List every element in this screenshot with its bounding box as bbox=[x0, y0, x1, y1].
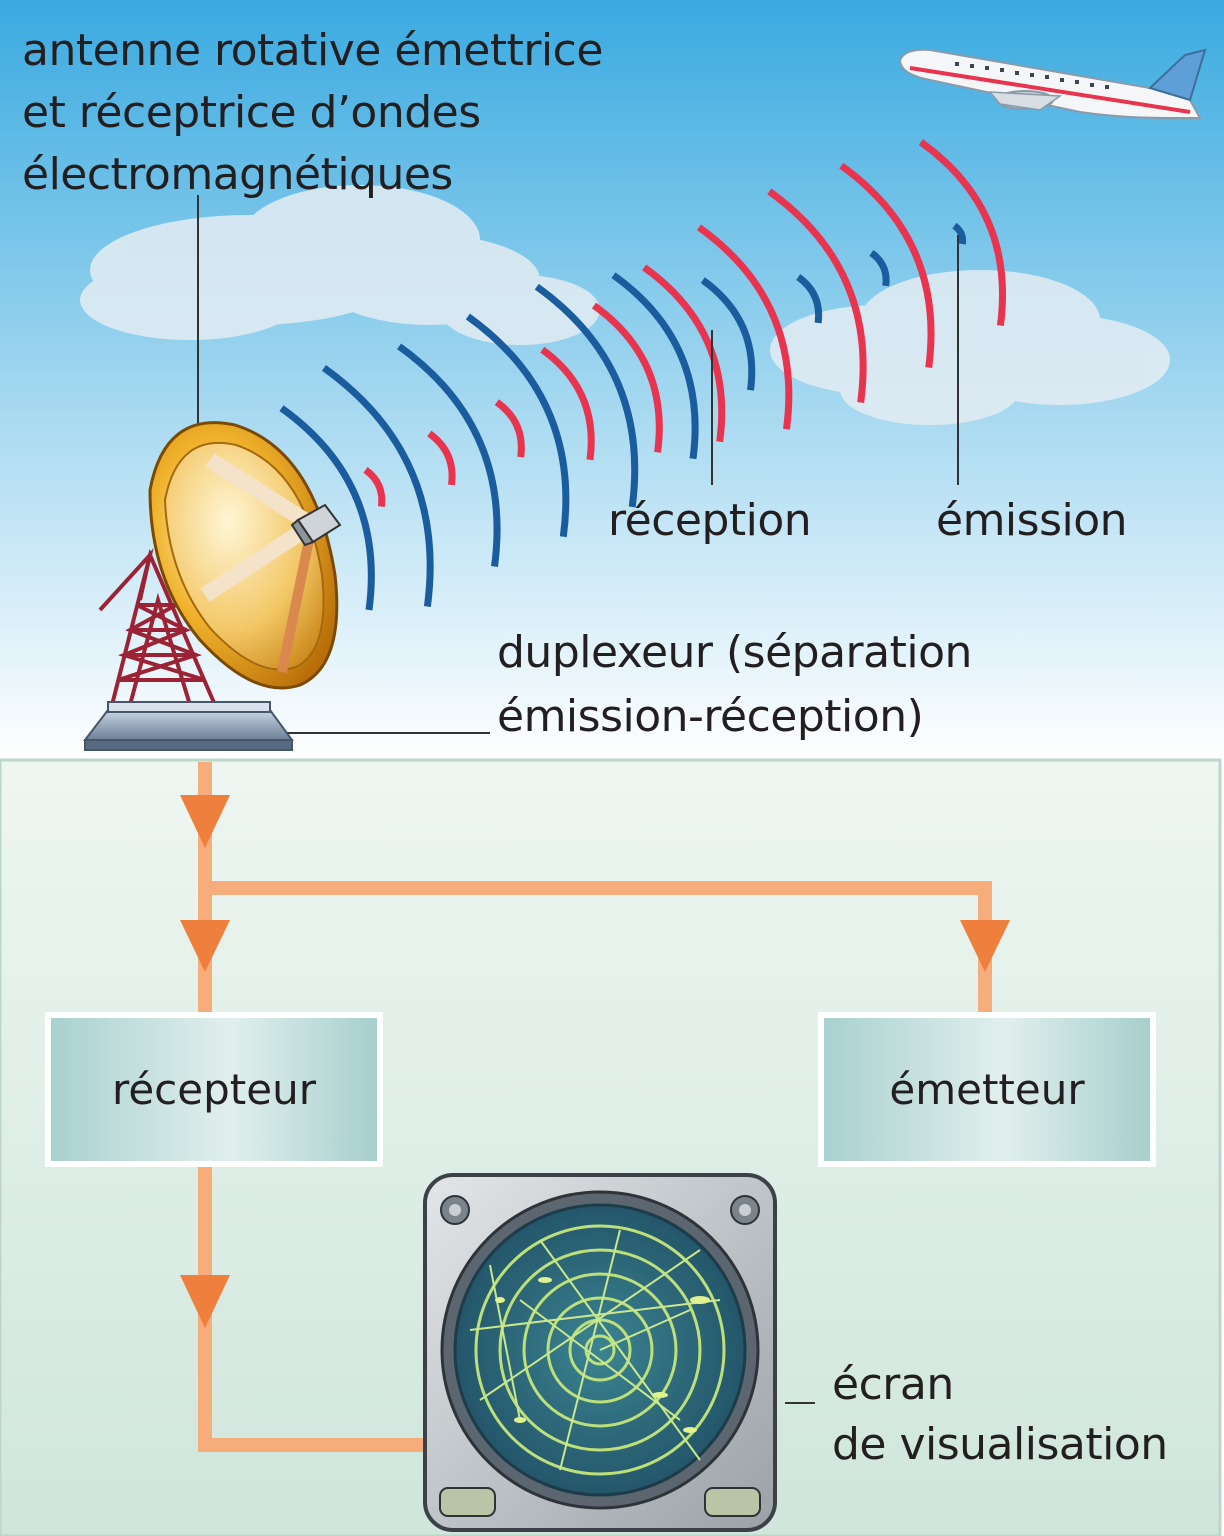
reception-wave-arc bbox=[279, 405, 375, 611]
emission-wave-arc bbox=[839, 162, 935, 369]
cloud-left bbox=[80, 185, 600, 345]
emission-wave-arc bbox=[918, 139, 1007, 327]
emission-wave-arc bbox=[540, 346, 595, 461]
radar-rings bbox=[474, 1224, 726, 1476]
emission-wave-arc bbox=[363, 467, 386, 508]
transmitter-label: émetteur bbox=[889, 1065, 1085, 1114]
emission-wave-arc bbox=[767, 188, 867, 403]
reception-wave-arc bbox=[397, 343, 501, 567]
duplexer-label-line1: duplexeur (séparation bbox=[497, 627, 972, 678]
button-bottom-right bbox=[704, 1487, 761, 1517]
arrow-down-1 bbox=[180, 795, 230, 848]
emission-wave-arc bbox=[591, 302, 663, 453]
antenna-label-line3: électromagnétiques bbox=[22, 149, 453, 200]
reception-wave-arc bbox=[611, 272, 699, 460]
emission-wave-arc bbox=[642, 264, 726, 443]
emission-wave-arc bbox=[427, 430, 456, 486]
antenna-label-line2: et réceptrice d’ondes bbox=[22, 87, 481, 138]
cloud-right bbox=[770, 270, 1170, 425]
leader-lines bbox=[197, 195, 959, 1404]
arrow-down-2 bbox=[180, 920, 230, 972]
duplexer-label-line2: émission-réception) bbox=[497, 691, 924, 742]
receiver-label: récepteur bbox=[112, 1065, 316, 1114]
reception-wave-arc bbox=[700, 277, 756, 391]
emission-wave-arc bbox=[494, 399, 525, 458]
reception-wave-arc bbox=[952, 222, 967, 245]
antenna-label-line1: antenne rotative émettrice bbox=[22, 25, 603, 76]
radar-traces bbox=[469, 1229, 721, 1471]
antenna-tower bbox=[98, 548, 217, 706]
reception-wave-arc bbox=[796, 274, 823, 324]
receiver-block: récepteur bbox=[45, 1012, 383, 1167]
emission-wave-arc bbox=[696, 224, 793, 430]
radar-blips bbox=[495, 1277, 710, 1433]
radar-display bbox=[423, 1173, 777, 1532]
arrow-down-4 bbox=[180, 1275, 230, 1328]
reception-wave-arc bbox=[321, 365, 434, 607]
reception-label: réception bbox=[608, 495, 812, 546]
arrow-down-3 bbox=[960, 920, 1010, 972]
wave-group bbox=[267, 139, 1007, 611]
screen-label-line1: écran bbox=[832, 1359, 954, 1410]
path-duplexer-to-transmitter bbox=[205, 881, 992, 1015]
radar-dish bbox=[148, 421, 342, 690]
antenna-base bbox=[82, 701, 294, 751]
path-receiver-to-screen bbox=[198, 1165, 430, 1452]
airplane bbox=[898, 48, 1207, 119]
reception-wave-arc bbox=[465, 313, 570, 538]
emission-label: émission bbox=[936, 495, 1128, 546]
reception-wave-arc bbox=[534, 283, 639, 508]
button-bottom-left bbox=[439, 1487, 496, 1517]
transmitter-block: émetteur bbox=[818, 1012, 1156, 1167]
screen-label-line2: de visualisation bbox=[832, 1419, 1168, 1470]
reception-wave-arc bbox=[869, 250, 890, 287]
signal-arrows bbox=[180, 795, 1010, 1328]
